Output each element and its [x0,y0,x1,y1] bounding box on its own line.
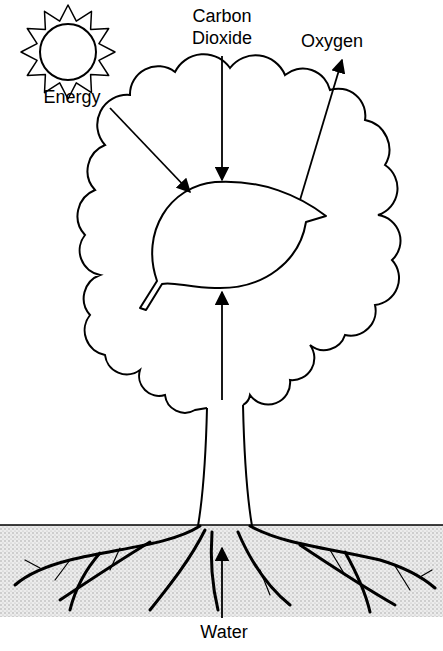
root-hairs [25,548,432,595]
sun-rays [21,5,115,99]
flow-arrows [110,56,342,618]
energy-label: Energy [12,86,132,108]
water-label: Water [164,621,284,643]
gas-label: Carbon Dioxide [182,5,262,49]
sun [40,24,96,80]
leaf [140,182,326,310]
roots [15,526,435,612]
gas-label: Oxygen [272,30,392,52]
trunk [198,405,252,526]
tree-crown [78,54,401,413]
ground-line [0,524,443,526]
ground [0,525,443,617]
